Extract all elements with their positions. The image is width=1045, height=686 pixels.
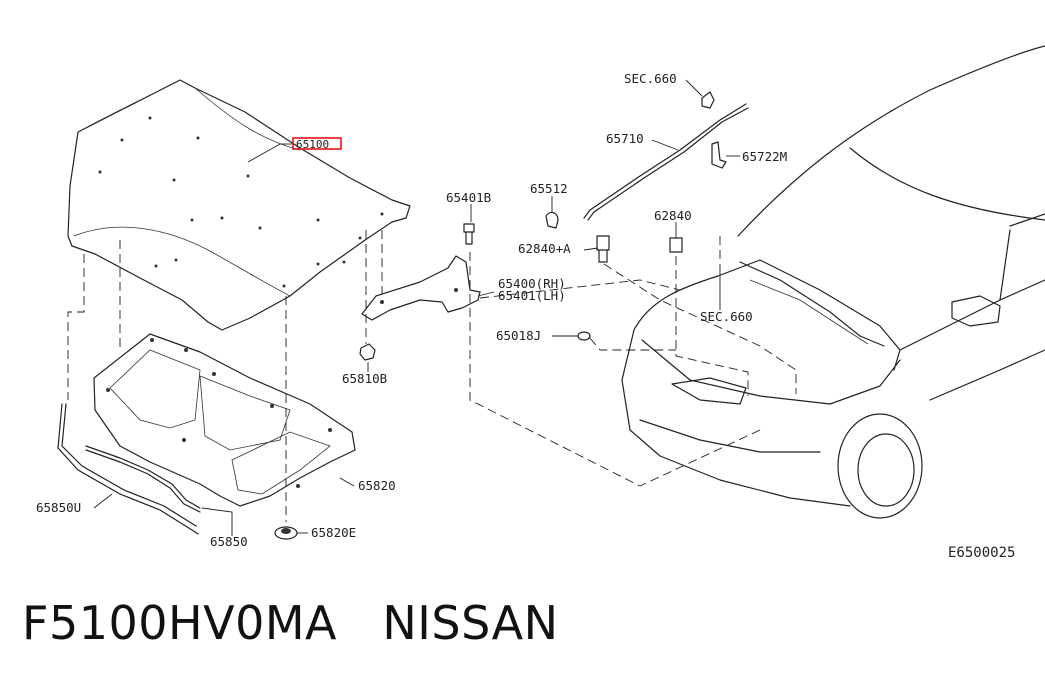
- label-65100: 65100: [296, 138, 329, 151]
- exploded-parts-diagram: 65100 65820 65820E 65850 65850U 65401B 6…: [36, 45, 1045, 561]
- insulator-clip: [274, 526, 298, 540]
- hood-insulator: [93, 333, 356, 507]
- label-65820e: 65820E: [311, 525, 356, 540]
- label-62840a: 62840+A: [518, 241, 571, 256]
- sec660-clip-top: [701, 91, 715, 109]
- label-65710: 65710: [606, 131, 644, 146]
- label-65512: 65512: [530, 181, 568, 196]
- hinge-bolt: [463, 223, 475, 245]
- hood-stay-rod: [583, 103, 749, 221]
- part-number: F5100HV0MA: [22, 596, 338, 650]
- leader-lines: [93, 79, 740, 536]
- screw-62840: [669, 237, 683, 253]
- label-65401b: 65401B: [446, 190, 491, 205]
- hinge-nut: [359, 343, 376, 361]
- label-sec660-top: SEC.660: [624, 71, 677, 86]
- hood-panel: [67, 79, 411, 331]
- highlight-box: [292, 137, 342, 150]
- hood-seal-front: [85, 445, 201, 513]
- label-65810b: 65810B: [342, 371, 387, 386]
- screw-62840a: [596, 235, 610, 263]
- label-62840: 62840: [654, 208, 692, 223]
- label-65850u: 65850U: [36, 500, 81, 515]
- label-65722m: 65722M: [742, 149, 787, 164]
- diagram-id: E6500025: [948, 545, 1015, 561]
- bumper-rubber: [577, 331, 591, 341]
- label-65850: 65850: [210, 534, 248, 549]
- brand-name: NISSAN: [382, 596, 559, 650]
- assembly-lines: [67, 230, 797, 522]
- label-65400-rh: 65400(RH): [498, 276, 566, 291]
- vehicle-body: [621, 45, 1045, 519]
- part-caption: F5100HV0MA NISSAN: [22, 596, 559, 650]
- label-sec660-body: SEC.660: [700, 309, 753, 324]
- hood-hinge: [361, 255, 481, 321]
- label-65018j: 65018J: [496, 328, 541, 343]
- label-65820: 65820: [358, 478, 396, 493]
- stay-clip: [545, 211, 559, 229]
- hood-seal-side: [57, 403, 199, 535]
- label-65401-lh: 65401(LH): [498, 288, 566, 303]
- bracket: [711, 141, 727, 169]
